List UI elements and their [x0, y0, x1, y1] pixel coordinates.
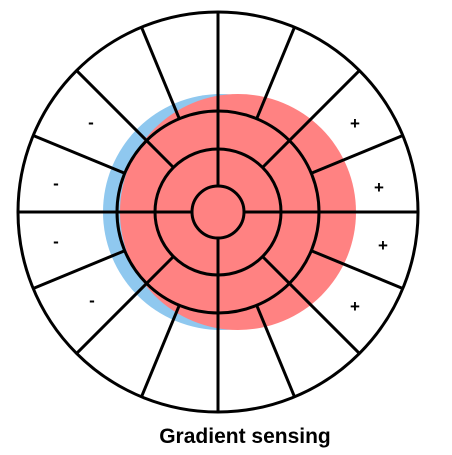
plus-sign-1: +	[350, 114, 360, 133]
outer-spoke	[255, 26, 296, 120]
spokes	[18, 12, 418, 412]
minus-sign-4: -	[89, 291, 95, 310]
outer-spoke	[288, 69, 361, 142]
plus-sign-3: +	[378, 236, 388, 255]
outer-spoke	[288, 282, 361, 355]
red-region	[120, 94, 356, 330]
middle-spoke	[261, 255, 291, 285]
outer-spoke	[32, 249, 126, 290]
plus-sign-4: +	[350, 297, 360, 316]
outer-spoke	[75, 282, 148, 355]
outer-spoke	[310, 249, 404, 290]
outer-spoke	[75, 69, 148, 142]
outer-spoke	[255, 304, 296, 398]
outer-spoke	[140, 304, 181, 398]
outer-spoke	[310, 134, 404, 175]
minus-sign-3: -	[53, 232, 59, 251]
outer-spoke	[32, 134, 126, 175]
minus-sign-2: -	[53, 174, 59, 193]
plus-sign-2: +	[374, 178, 384, 197]
caption: Gradient sensing	[159, 425, 331, 448]
middle-spoke	[145, 139, 175, 169]
minus-sign-1: -	[88, 113, 94, 132]
middle-spoke	[145, 255, 175, 285]
outer-spoke	[140, 26, 181, 120]
middle-spoke	[261, 139, 291, 169]
